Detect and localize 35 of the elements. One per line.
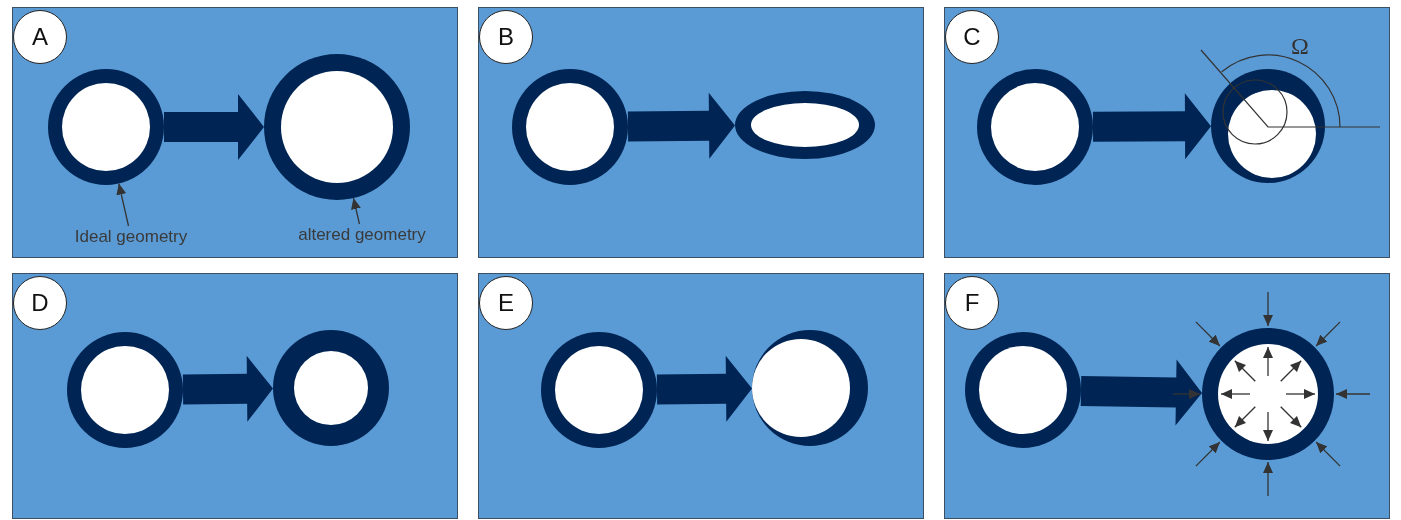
panel — [478, 273, 924, 519]
ring — [965, 332, 1081, 448]
ring — [273, 330, 389, 446]
leader-line — [351, 197, 361, 225]
ring — [1211, 69, 1325, 183]
block-arrow — [1080, 359, 1202, 426]
panel-letter: C — [945, 10, 999, 64]
block-arrow — [182, 355, 273, 422]
ring — [541, 332, 657, 448]
ring — [67, 332, 183, 448]
panel-letter: D — [13, 276, 67, 330]
ring — [264, 54, 410, 200]
leader-line — [116, 182, 130, 227]
ellipse-ring — [735, 91, 875, 159]
ring — [48, 69, 164, 185]
panel — [944, 7, 1390, 258]
panel — [478, 7, 924, 258]
block-arrow — [1092, 93, 1211, 160]
block-arrow — [627, 92, 735, 159]
panel-letter: F — [945, 276, 999, 330]
annotation-text: altered geometry — [278, 224, 446, 246]
block-arrow — [656, 355, 752, 422]
ring — [752, 330, 868, 446]
panel-letter: E — [479, 276, 533, 330]
annotation-text: Ideal geometry — [58, 226, 204, 248]
panel — [12, 7, 458, 258]
panel-letter: A — [13, 10, 67, 64]
angle-symbol: Ω — [1291, 32, 1309, 60]
panel — [944, 273, 1390, 519]
ring — [977, 69, 1093, 185]
ring — [512, 69, 628, 185]
panel-letter: B — [479, 10, 533, 64]
block-arrow — [164, 94, 264, 160]
ring — [1202, 328, 1334, 460]
panel — [12, 273, 458, 519]
